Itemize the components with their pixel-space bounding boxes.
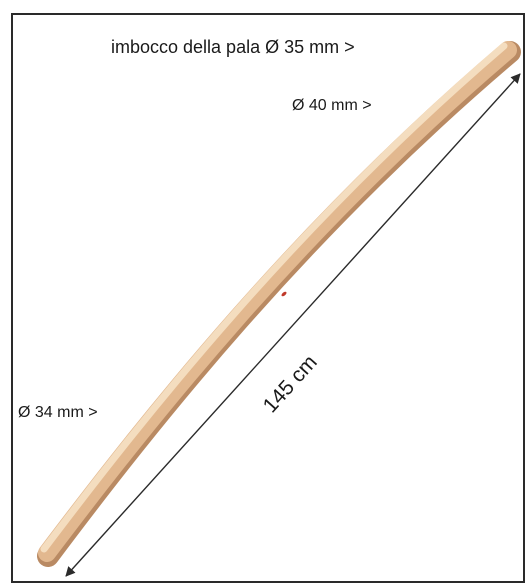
top-end-label: imbocco della pala Ø 35 mm > xyxy=(111,37,355,57)
upper-diameter-label: Ø 40 mm > xyxy=(292,97,372,114)
length-dimension-line xyxy=(65,73,521,577)
bottom-end-label: Ø 34 mm > xyxy=(18,404,98,421)
